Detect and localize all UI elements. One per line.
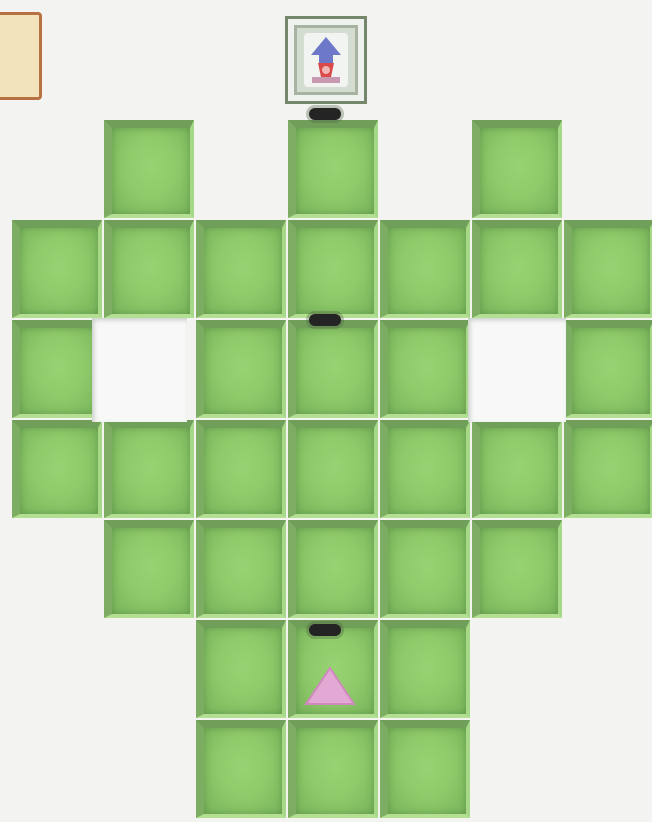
floor-tile[interactable] xyxy=(472,520,562,618)
floor-tile[interactable] xyxy=(380,420,470,518)
player-piece-icon[interactable] xyxy=(302,664,358,708)
floor-tile[interactable] xyxy=(380,220,470,318)
floor-tile[interactable] xyxy=(564,220,652,318)
floor-tile[interactable] xyxy=(380,720,470,818)
floor-tile[interactable] xyxy=(196,520,286,618)
floor-tile[interactable] xyxy=(288,120,378,218)
floor-tile[interactable] xyxy=(196,220,286,318)
door-slot xyxy=(309,624,341,636)
floor-tile[interactable] xyxy=(288,420,378,518)
floor-tile[interactable] xyxy=(288,720,378,818)
floor-tile[interactable] xyxy=(472,420,562,518)
floor-tile[interactable] xyxy=(288,520,378,618)
floor-tile[interactable] xyxy=(104,520,194,618)
board-hole xyxy=(92,318,187,422)
floor-tile[interactable] xyxy=(472,220,562,318)
corner-panel xyxy=(0,12,42,100)
floor-tile[interactable] xyxy=(288,320,378,418)
floor-tile[interactable] xyxy=(196,320,286,418)
floor-tile[interactable] xyxy=(288,220,378,318)
floor-tile[interactable] xyxy=(380,520,470,618)
floor-tile[interactable] xyxy=(380,320,470,418)
board-hole xyxy=(468,318,566,422)
door-slot xyxy=(309,108,341,120)
floor-tile[interactable] xyxy=(12,420,102,518)
floor-tile[interactable] xyxy=(196,420,286,518)
floor-tile[interactable] xyxy=(104,220,194,318)
floor-tile[interactable] xyxy=(564,320,652,418)
floor-tile[interactable] xyxy=(196,620,286,718)
floor-tile[interactable] xyxy=(12,320,102,418)
floor-tile[interactable] xyxy=(12,220,102,318)
floor-tile[interactable] xyxy=(104,120,194,218)
door-slot xyxy=(309,314,341,326)
floor-tile[interactable] xyxy=(196,720,286,818)
exit-icon xyxy=(300,30,352,90)
floor-tile[interactable] xyxy=(472,120,562,218)
floor-tile[interactable] xyxy=(380,620,470,718)
floor-tile[interactable] xyxy=(564,420,652,518)
floor-tile[interactable] xyxy=(104,420,194,518)
